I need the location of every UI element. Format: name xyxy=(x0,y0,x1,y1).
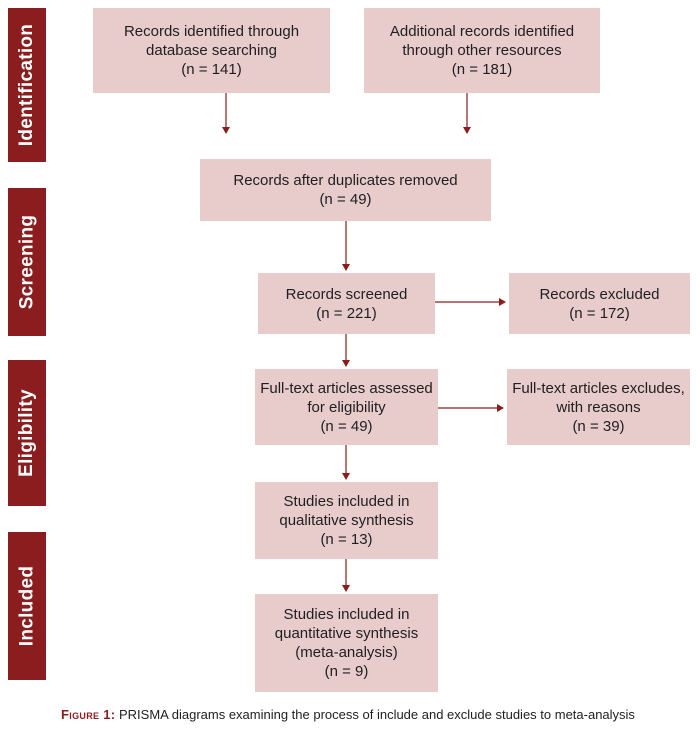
box-text: Studies included in xyxy=(283,493,410,510)
box-duplicates-removed: Records after duplicates removed (n = 49… xyxy=(200,159,491,221)
box-text: database searching xyxy=(146,42,277,59)
box-records-excluded: Records excluded (n = 172) xyxy=(509,273,690,334)
box-text: for eligibility xyxy=(307,398,386,416)
phase-identification: Identification xyxy=(8,8,46,162)
box-count: (n = 221) xyxy=(316,304,377,322)
box-text: Full-text articles assessed xyxy=(260,379,433,397)
box-text: Full-text articles excludes, xyxy=(512,379,685,397)
box-text: (meta-analysis) xyxy=(295,644,398,661)
box-count: (n = 172) xyxy=(569,304,630,322)
box-other-resources: Additional records identified through ot… xyxy=(364,8,600,93)
box-fulltext-excluded: Full-text articles excludes, with reason… xyxy=(507,369,690,445)
box-text: qualitative synthesis xyxy=(279,512,414,529)
box-count: (n = 49) xyxy=(320,417,373,435)
box-text: Records excluded xyxy=(539,285,660,303)
phase-included: Included xyxy=(8,532,46,680)
phase-screening: Screening xyxy=(8,188,46,336)
box-count: (n = 141) xyxy=(181,61,242,78)
box-text: Additional records identified xyxy=(389,23,575,40)
figure-label: Figure 1: xyxy=(61,707,116,722)
box-text: quantitative synthesis xyxy=(274,625,419,642)
box-database-searching: Records identified through database sear… xyxy=(93,8,330,93)
box-fulltext-assessed: Full-text articles assessed for eligibil… xyxy=(255,369,438,445)
box-count: (n = 39) xyxy=(572,417,625,435)
box-count: (n = 9) xyxy=(324,663,369,680)
box-text: Records identified through xyxy=(123,23,300,40)
box-count: (n = 181) xyxy=(451,61,513,78)
box-text: Records screened xyxy=(285,285,408,303)
box-quantitative-synthesis: Studies included in quantitative synthes… xyxy=(255,594,438,692)
box-text: through other resources xyxy=(402,42,562,59)
box-count: (n = 13) xyxy=(320,531,373,548)
phase-eligibility: Eligibility xyxy=(8,360,46,506)
figure-caption: Figure 1: PRISMA diagrams examining the … xyxy=(0,707,696,722)
box-text: Records after duplicates removed xyxy=(233,172,458,189)
box-count: (n = 49) xyxy=(319,191,372,208)
box-text: Studies included in xyxy=(283,606,410,623)
figure-caption-text: PRISMA diagrams examining the process of… xyxy=(119,707,635,722)
box-qualitative-synthesis: Studies included in qualitative synthesi… xyxy=(255,482,438,559)
box-text: with reasons xyxy=(556,398,641,416)
box-records-screened: Records screened (n = 221) xyxy=(258,273,435,334)
